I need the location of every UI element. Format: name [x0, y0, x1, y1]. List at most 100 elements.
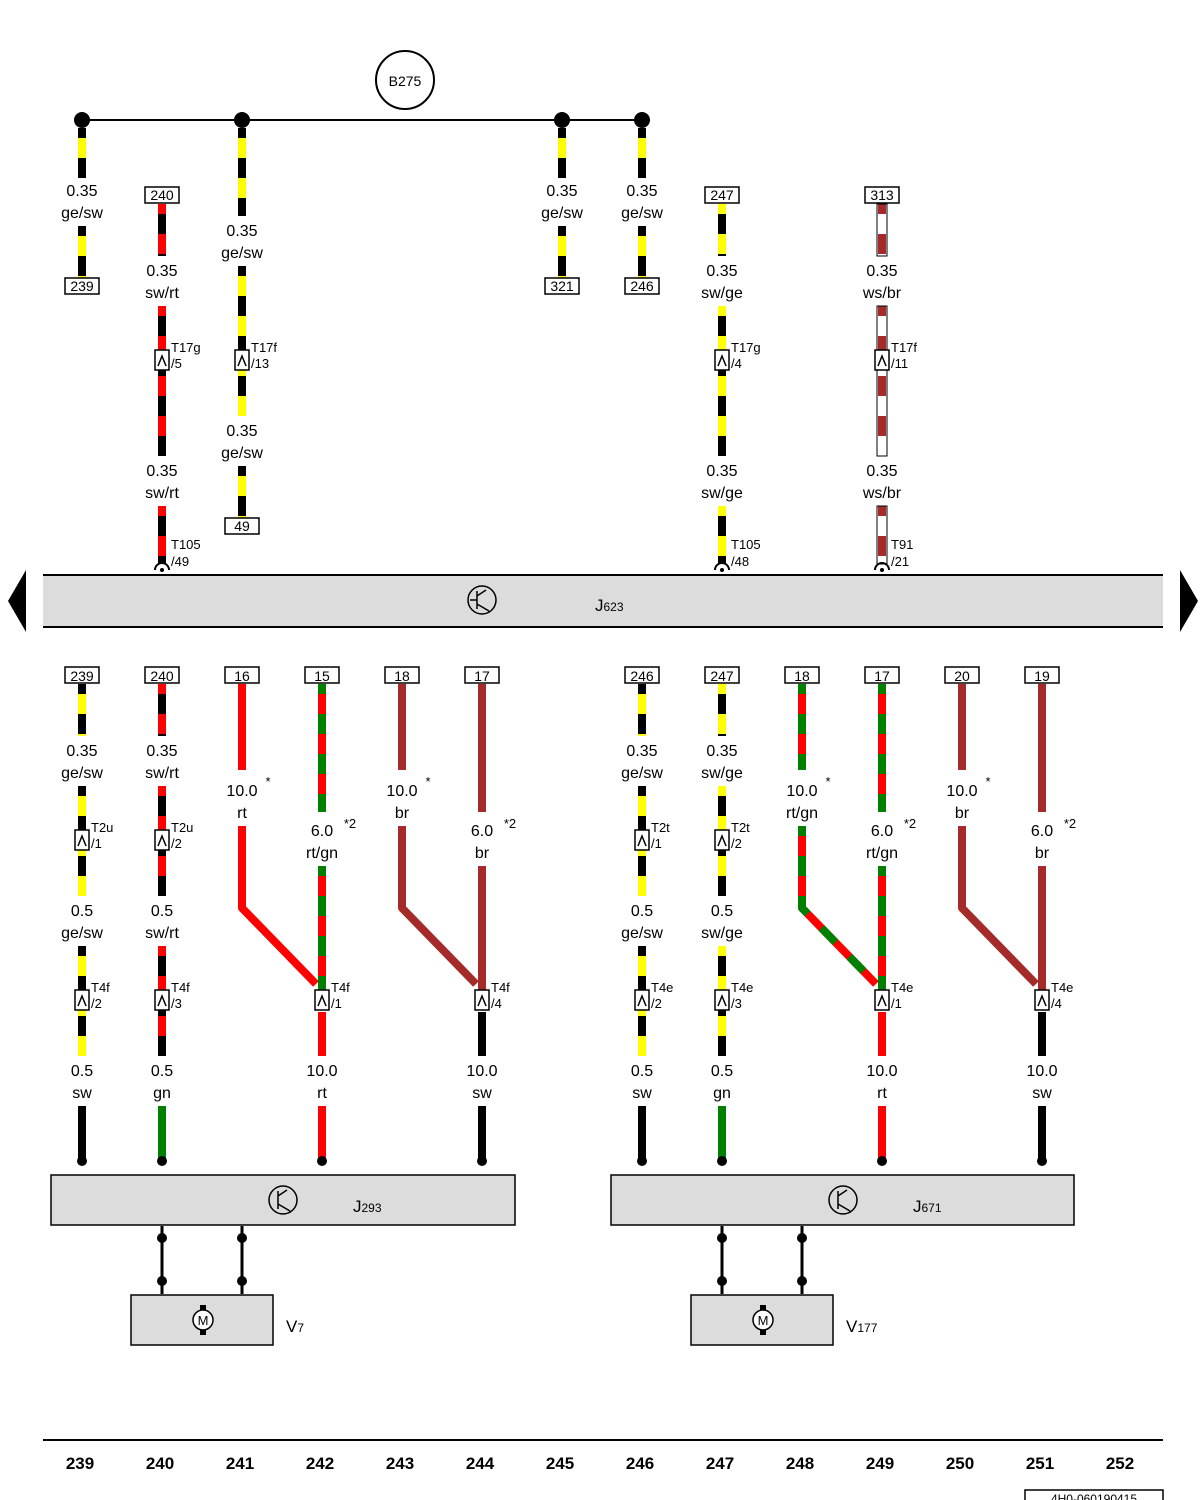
ref-box[interactable]: 240	[144, 666, 180, 684]
ground-bus: B275	[74, 50, 650, 128]
connector-symbol: T4f/2	[74, 980, 110, 1011]
ref-box[interactable]: 313	[864, 186, 900, 204]
wire-size-label: 10.0	[946, 783, 977, 800]
wire-size-label: 10.0	[866, 1063, 897, 1080]
ref-box[interactable]: 17	[464, 666, 500, 684]
connector-symbol: T4e/1	[874, 980, 913, 1011]
wire-color-label: ge/sw	[621, 205, 663, 222]
wire-size-label: 0.35	[626, 743, 657, 760]
svg-text:/11: /11	[891, 356, 908, 371]
connector-arrow-icon	[157, 993, 167, 1007]
transistor-icon	[828, 1185, 858, 1215]
wire-size-label: 6.0	[871, 823, 893, 840]
wire-color-label: sw	[72, 1085, 92, 1102]
connector-frame	[634, 989, 650, 1011]
wire-size-label: 0.35	[866, 263, 897, 280]
connector-arrow-icon	[1037, 993, 1047, 1007]
wire-size-label: 0.35	[626, 183, 657, 200]
column-number: 245	[546, 1454, 574, 1473]
connector-frame	[154, 989, 170, 1011]
svg-text:/21: /21	[891, 554, 909, 569]
control-module[interactable]: J671	[610, 1174, 1075, 1226]
connector-frame	[314, 989, 330, 1011]
ref-box[interactable]: 239	[64, 666, 100, 684]
footnote-mark: *2	[344, 816, 356, 831]
ref-box-frame	[1024, 666, 1060, 684]
transistor-circle	[268, 1185, 298, 1215]
column-number: 248	[786, 1454, 814, 1473]
connector-symbol: T17g /5	[154, 340, 201, 371]
ref-box[interactable]: 16	[224, 666, 260, 684]
ref-box[interactable]: 247	[704, 666, 740, 684]
connector-name: T4f	[91, 980, 110, 995]
connection-dot	[317, 1156, 327, 1166]
column-number: 246	[626, 1454, 654, 1473]
ref-box[interactable]: 18	[784, 666, 820, 684]
wire-color-label: sw/ge	[701, 285, 743, 302]
svg-text:246: 246	[630, 278, 654, 294]
bus-node	[554, 112, 570, 128]
ref-box[interactable]: 240	[144, 186, 180, 204]
connector-pin: /3	[731, 996, 742, 1011]
ref-box-frame	[464, 666, 500, 684]
wire-color-label: ge/sw	[221, 245, 263, 262]
control-module[interactable]: J293	[50, 1174, 516, 1226]
ref-box-label: 18	[794, 668, 810, 684]
connector-symbol: T17f /13	[234, 340, 277, 371]
svg-text:/48: /48	[731, 554, 749, 569]
connector-symbol: T4f/1	[314, 980, 350, 1011]
motor-shaft	[200, 1305, 206, 1310]
connector-pin: /1	[891, 996, 902, 1011]
connector-arrow-icon	[877, 993, 887, 1007]
wire-size-label: 0.35	[226, 423, 257, 440]
connector-arrow-icon	[637, 993, 647, 1007]
ref-box[interactable]: 247	[704, 186, 740, 204]
svg-text:T17g: T17g	[171, 340, 201, 355]
ref-box[interactable]: 20	[944, 666, 980, 684]
svg-text:240: 240	[150, 187, 174, 203]
ref-box[interactable]: 17	[864, 666, 900, 684]
ref-box[interactable]: 15	[304, 666, 340, 684]
page-prev-arrow[interactable]	[8, 570, 26, 632]
motor-label: V7	[286, 1317, 304, 1336]
connector-pin: /2	[731, 836, 742, 851]
ref-box[interactable]: 246	[624, 666, 660, 684]
ref-box[interactable]: 18	[384, 666, 420, 684]
wire-color-label: sw/ge	[701, 765, 743, 782]
ref-box-label: 247	[710, 668, 734, 684]
wire-color-label: sw/ge	[701, 485, 743, 502]
page-next-arrow[interactable]	[1180, 570, 1198, 632]
wire-color-label: rt	[877, 1085, 887, 1102]
document-code: 4H0-060190415	[1051, 1492, 1137, 1500]
connector-name: T4e	[651, 980, 673, 995]
wire-size-label: 0.35	[706, 463, 737, 480]
footnote-mark: *	[265, 774, 270, 789]
transistor-emitter	[837, 1203, 851, 1212]
wire-color-label: ws/br	[862, 285, 902, 302]
control-unit-j623[interactable]: J623	[43, 574, 1163, 628]
ref-box-frame	[864, 666, 900, 684]
ref-box[interactable]: 19	[1024, 666, 1060, 684]
footnote-mark: *	[425, 774, 430, 789]
ref-box[interactable]: 246	[624, 277, 660, 295]
connector-symbol: T2t/1	[634, 820, 670, 851]
ref-box[interactable]: 321	[544, 277, 580, 295]
connector-frame	[74, 989, 90, 1011]
svg-text:321: 321	[550, 278, 574, 294]
ref-box[interactable]: 239	[64, 277, 100, 295]
ref-box[interactable]: 49	[224, 517, 260, 535]
connector-frame	[874, 989, 890, 1011]
ref-box-frame	[704, 666, 740, 684]
module-name: J	[353, 1197, 362, 1216]
column-number: 251	[1026, 1454, 1054, 1473]
column-number: 247	[706, 1454, 734, 1473]
wire-outline	[876, 203, 888, 257]
footnote-mark: *	[825, 774, 830, 789]
wire-color-label: sw/ge	[701, 925, 743, 942]
connection-dot	[637, 1156, 647, 1166]
connector-symbol: T4f/3	[154, 980, 190, 1011]
svg-text:/49: /49	[171, 554, 189, 569]
